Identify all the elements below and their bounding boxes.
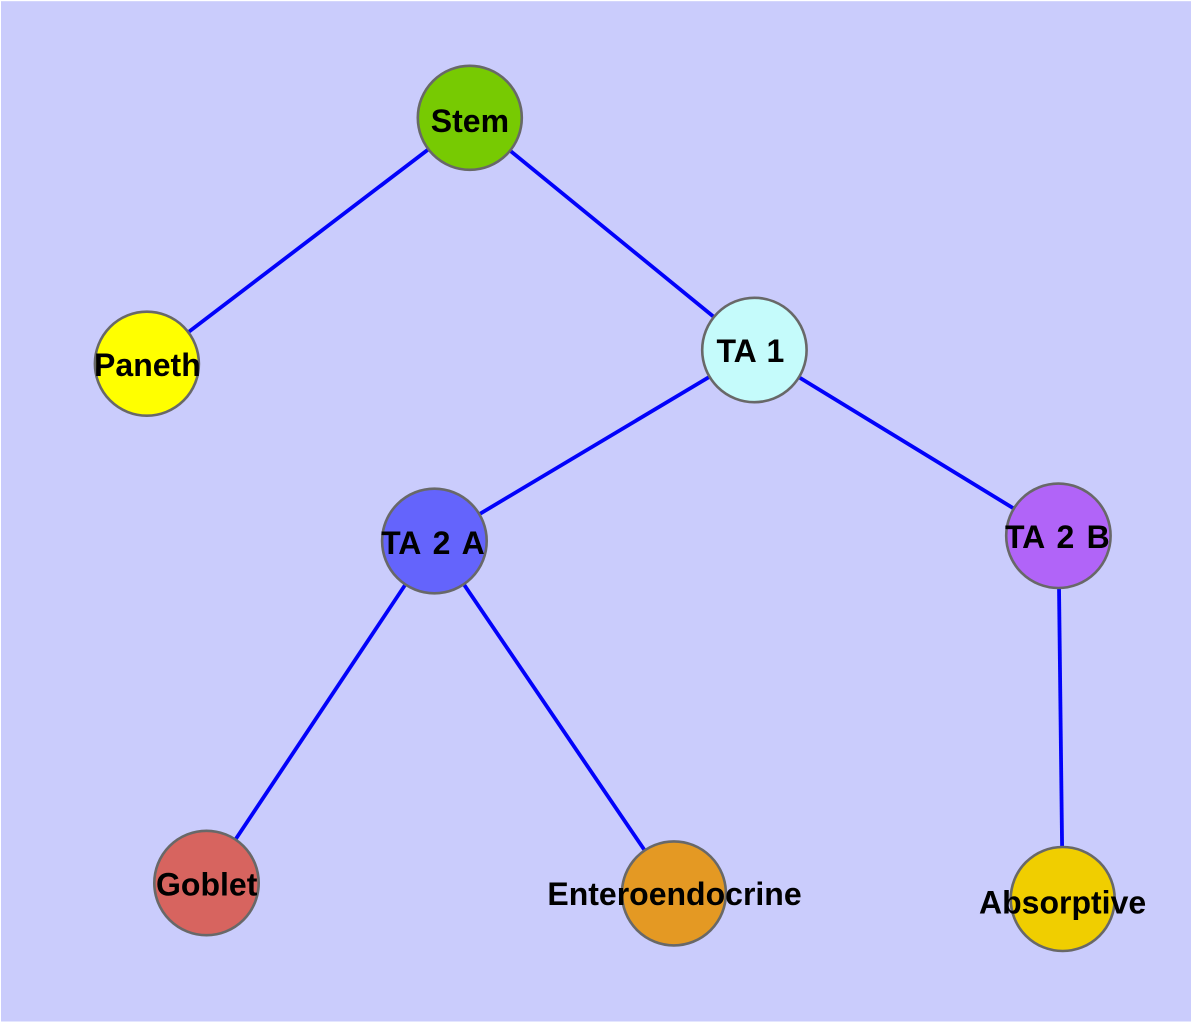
- svg-text:Paneth: Paneth: [94, 347, 201, 383]
- svg-text:Enteroendocrine: Enteroendocrine: [547, 876, 801, 912]
- svg-text:TA 2 B: TA 2 B: [1005, 519, 1110, 555]
- svg-text:Stem: Stem: [431, 103, 509, 139]
- svg-text:Absorptive: Absorptive: [979, 884, 1146, 920]
- svg-text:TA 2 A: TA 2 A: [381, 525, 485, 561]
- svg-text:TA 1: TA 1: [717, 333, 785, 369]
- svg-text:Goblet: Goblet: [156, 866, 258, 902]
